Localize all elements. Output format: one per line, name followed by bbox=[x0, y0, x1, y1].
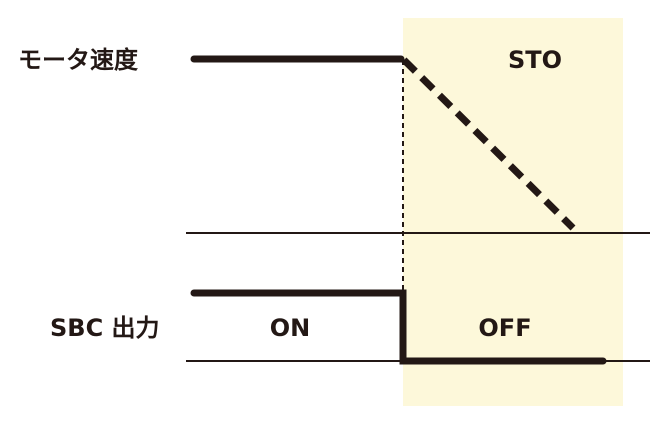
off-label: OFF bbox=[478, 314, 531, 342]
motor-speed-decel-ramp bbox=[401, 57, 576, 231]
sto-zone bbox=[403, 18, 623, 406]
sbc-output-label: SBC 出力 bbox=[50, 314, 160, 342]
sbc-output-signal bbox=[190, 289, 607, 365]
motor-speed-label: モータ速度 bbox=[18, 46, 139, 74]
on-label: ON bbox=[270, 314, 311, 342]
sto-label: STO bbox=[508, 46, 562, 74]
